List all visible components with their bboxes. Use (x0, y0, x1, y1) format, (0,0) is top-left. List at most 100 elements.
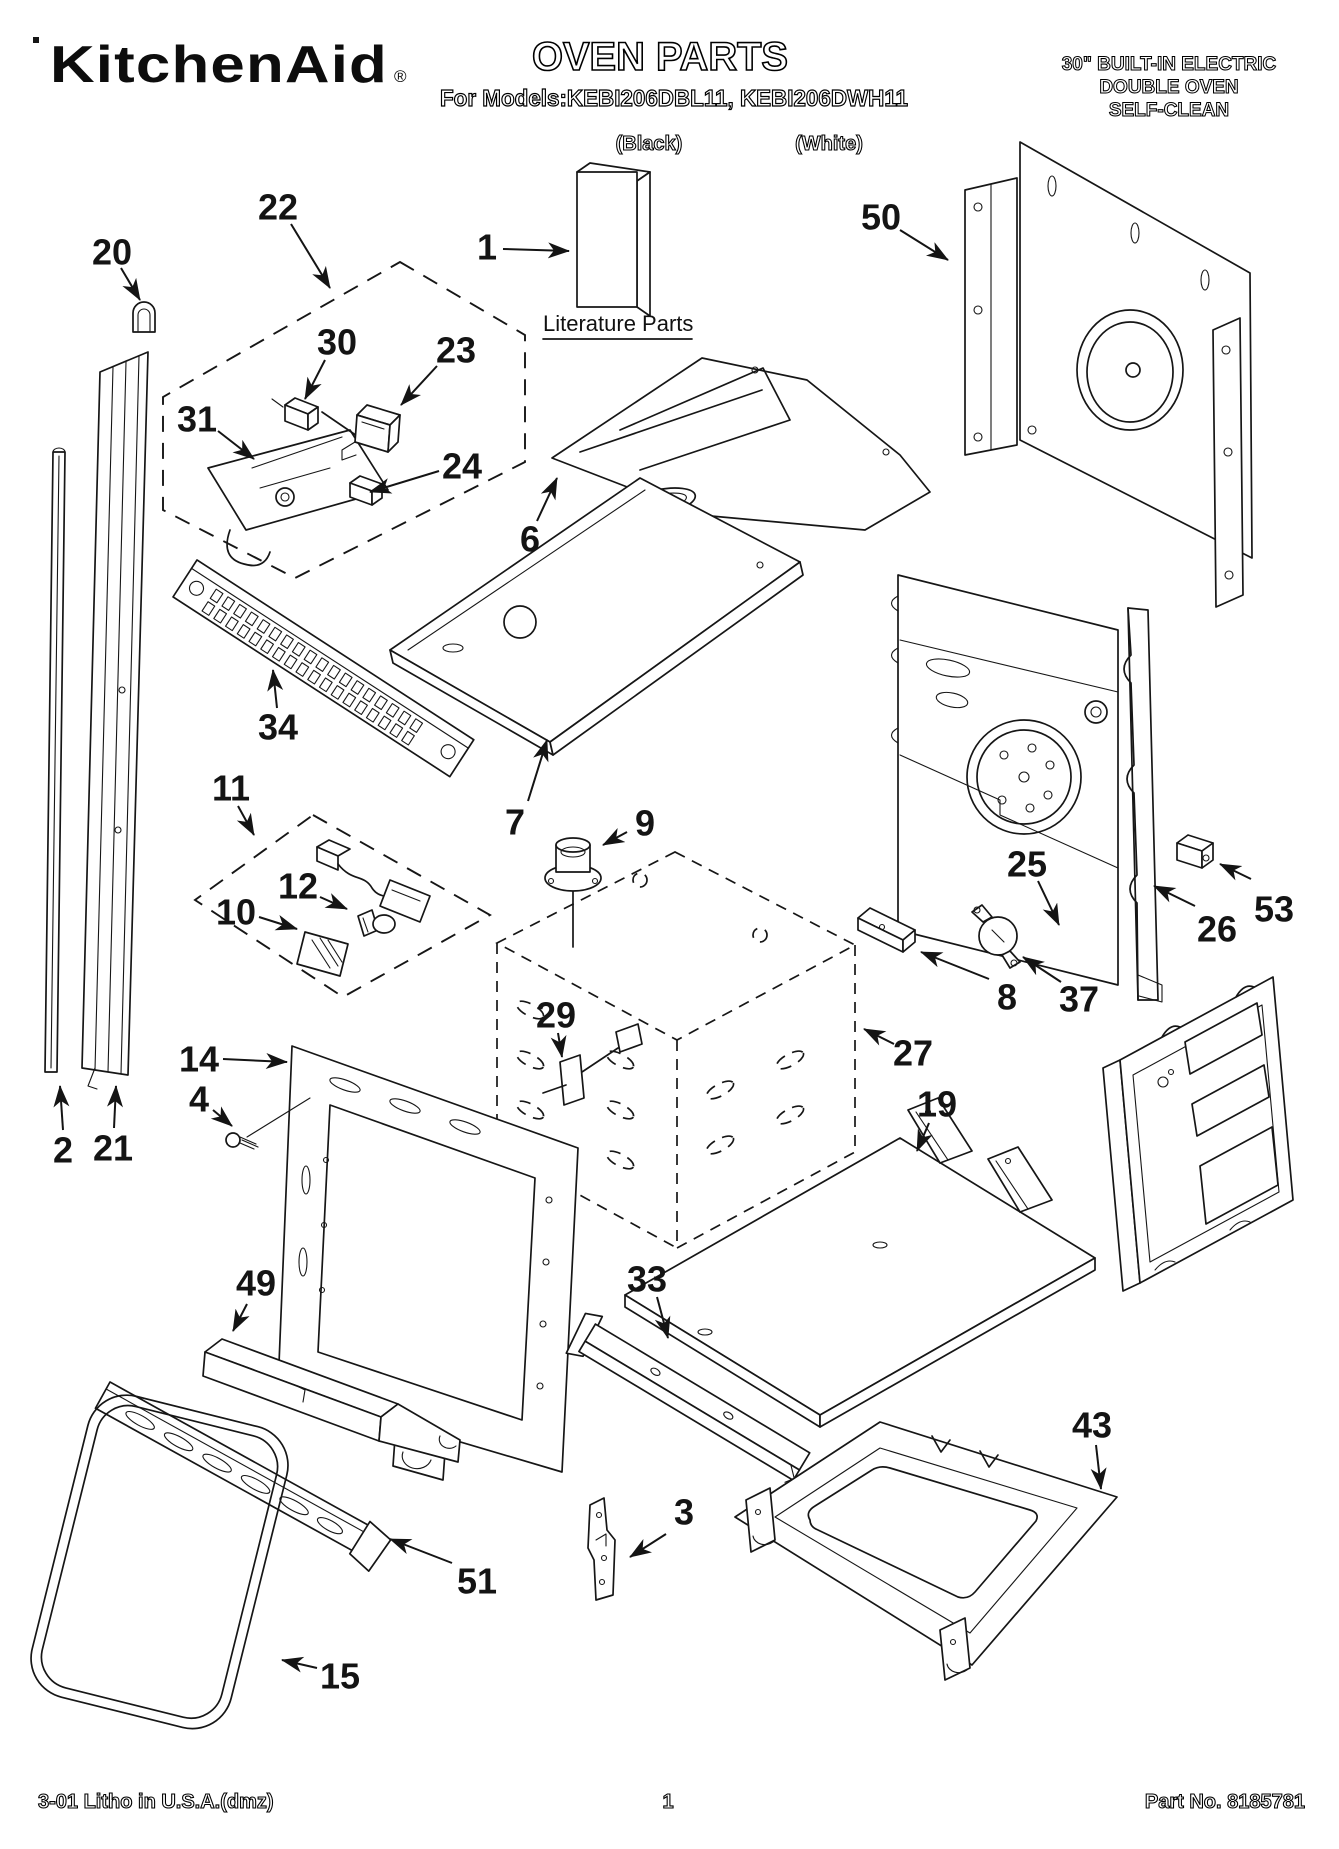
callout-25-arrow (1037, 880, 1060, 926)
callout-19: 19 (917, 1084, 957, 1125)
callout-37-arrow (1022, 956, 1062, 983)
footer-litho-note: 3-01 Litho in U.S.A.(dmz) (38, 1791, 274, 1813)
callout-6-arrow (536, 477, 558, 522)
callout-1: 1 (477, 227, 497, 268)
callout-7: 7 (505, 802, 525, 843)
callout-7-arrow (527, 739, 549, 802)
part-51-trim-strip (94, 1381, 392, 1573)
part-33-support-rail (565, 1312, 811, 1483)
callout-30: 30 (317, 322, 357, 363)
part-8-element-block (857, 907, 916, 953)
callout-14: 14 (179, 1039, 219, 1080)
callout-49-arrow (232, 1303, 250, 1332)
part-50-rear-panel (964, 141, 1253, 608)
part-2-trim-strip (44, 447, 66, 1073)
callout-34: 34 (258, 707, 298, 748)
part-43-bottom-tray (734, 1421, 1118, 1681)
part-4-screw (225, 1132, 259, 1150)
callout-29: 29 (536, 995, 576, 1036)
part-3-bracket (587, 1497, 616, 1601)
callout-53-arrow (1219, 863, 1252, 881)
callout-6: 6 (520, 519, 540, 560)
light-socket-and-wire (316, 839, 431, 923)
callout-51: 51 (457, 1561, 497, 1602)
part-49-support-bar (202, 1338, 461, 1463)
callout-23: 23 (436, 330, 476, 371)
callout-3-arrow (629, 1533, 667, 1558)
callout-22: 22 (258, 187, 298, 228)
callout-8-arrow (920, 951, 990, 980)
part-27-oven-cavity (495, 851, 857, 1249)
part-19-shelf-panel (624, 1097, 1096, 1428)
callout-4: 4 (189, 1079, 209, 1120)
callout-14-arrow (222, 1053, 288, 1070)
callout-33: 33 (627, 1259, 667, 1300)
callout-11: 11 (212, 768, 250, 809)
callout-12: 12 (278, 866, 318, 907)
part-21-side-trim (81, 351, 149, 1090)
spec-line-1: 30" BUILT-IN ELECTRIC (1062, 54, 1277, 75)
callouts-layer: 1234678910111214151920212223242526272930… (53, 187, 1294, 1697)
callout-34-arrow (267, 669, 284, 709)
callout-3: 3 (674, 1492, 694, 1533)
part-14-front-frame (246, 1045, 579, 1481)
color-label-white: (White) (795, 133, 863, 155)
callout-9-arrow (602, 827, 628, 846)
footer-part-number: Part No. 8185781 (1145, 1791, 1305, 1813)
part-7-top-panel (389, 477, 804, 756)
callout-31-arrow (217, 430, 255, 460)
print-artifact (33, 37, 39, 43)
callout-15-arrow (281, 1656, 318, 1673)
callout-43-arrow (1090, 1444, 1107, 1490)
callout-37: 37 (1059, 979, 1099, 1020)
callout-21: 21 (93, 1128, 133, 1169)
callout-22-arrow (290, 223, 331, 289)
part-23-latch-motor (341, 404, 401, 461)
registered-mark: ® (394, 67, 407, 86)
part-34-vent-grille (172, 559, 475, 778)
part-37-thermostat (971, 904, 1021, 969)
callout-10-arrow (258, 915, 298, 931)
part-15-door-gasket (30, 1394, 289, 1730)
callout-21-arrow (107, 1085, 123, 1129)
spec-line-2: DOUBLE OVEN (1099, 77, 1238, 98)
callout-33-arrow (654, 1296, 671, 1339)
callout-29-arrow (550, 1032, 567, 1058)
part-53-switch-block (1176, 834, 1214, 869)
part-20-end-cap (132, 301, 156, 333)
callout-9: 9 (635, 803, 655, 844)
callout-11-arrow (236, 805, 255, 836)
part-30-switch (271, 397, 361, 439)
part-10-lens-glass (296, 931, 349, 977)
part-25-side-panel (1102, 976, 1294, 1292)
page-title: OVEN PARTS (532, 35, 788, 79)
callout-19-arrow (916, 1122, 933, 1152)
part-29-sensor-probe (542, 1023, 643, 1106)
callout-25: 25 (1007, 844, 1047, 885)
callout-24: 24 (442, 446, 482, 487)
color-label-black: (Black) (616, 133, 683, 155)
callout-31: 31 (177, 399, 217, 440)
callout-2-arrow (53, 1085, 70, 1131)
callout-50-arrow (899, 229, 949, 261)
callout-30-arrow (304, 359, 326, 400)
literature-parts-label: Literature Parts (543, 311, 693, 336)
part-22-control-assembly-box (162, 260, 526, 580)
callout-20-arrow (120, 267, 141, 301)
callout-1-arrow (502, 242, 570, 259)
callout-53: 53 (1254, 889, 1294, 930)
callout-8: 8 (997, 977, 1017, 1018)
callout-4-arrow (210, 1106, 233, 1127)
brand-logo: KitchenAid (50, 36, 388, 94)
part-12-bulb (357, 909, 396, 937)
spec-line-3: SELF-CLEAN (1109, 100, 1229, 121)
callout-15: 15 (320, 1656, 360, 1697)
models-line: For Models:KEBI206DBL11, KEBI206DWH11 (440, 85, 908, 111)
footer-page-number: 1 (662, 1791, 673, 1813)
callout-43: 43 (1072, 1405, 1112, 1446)
callout-27-arrow (863, 1028, 895, 1046)
callout-24-arrow (369, 470, 440, 494)
callout-50: 50 (861, 197, 901, 238)
callout-26: 26 (1197, 909, 1237, 950)
